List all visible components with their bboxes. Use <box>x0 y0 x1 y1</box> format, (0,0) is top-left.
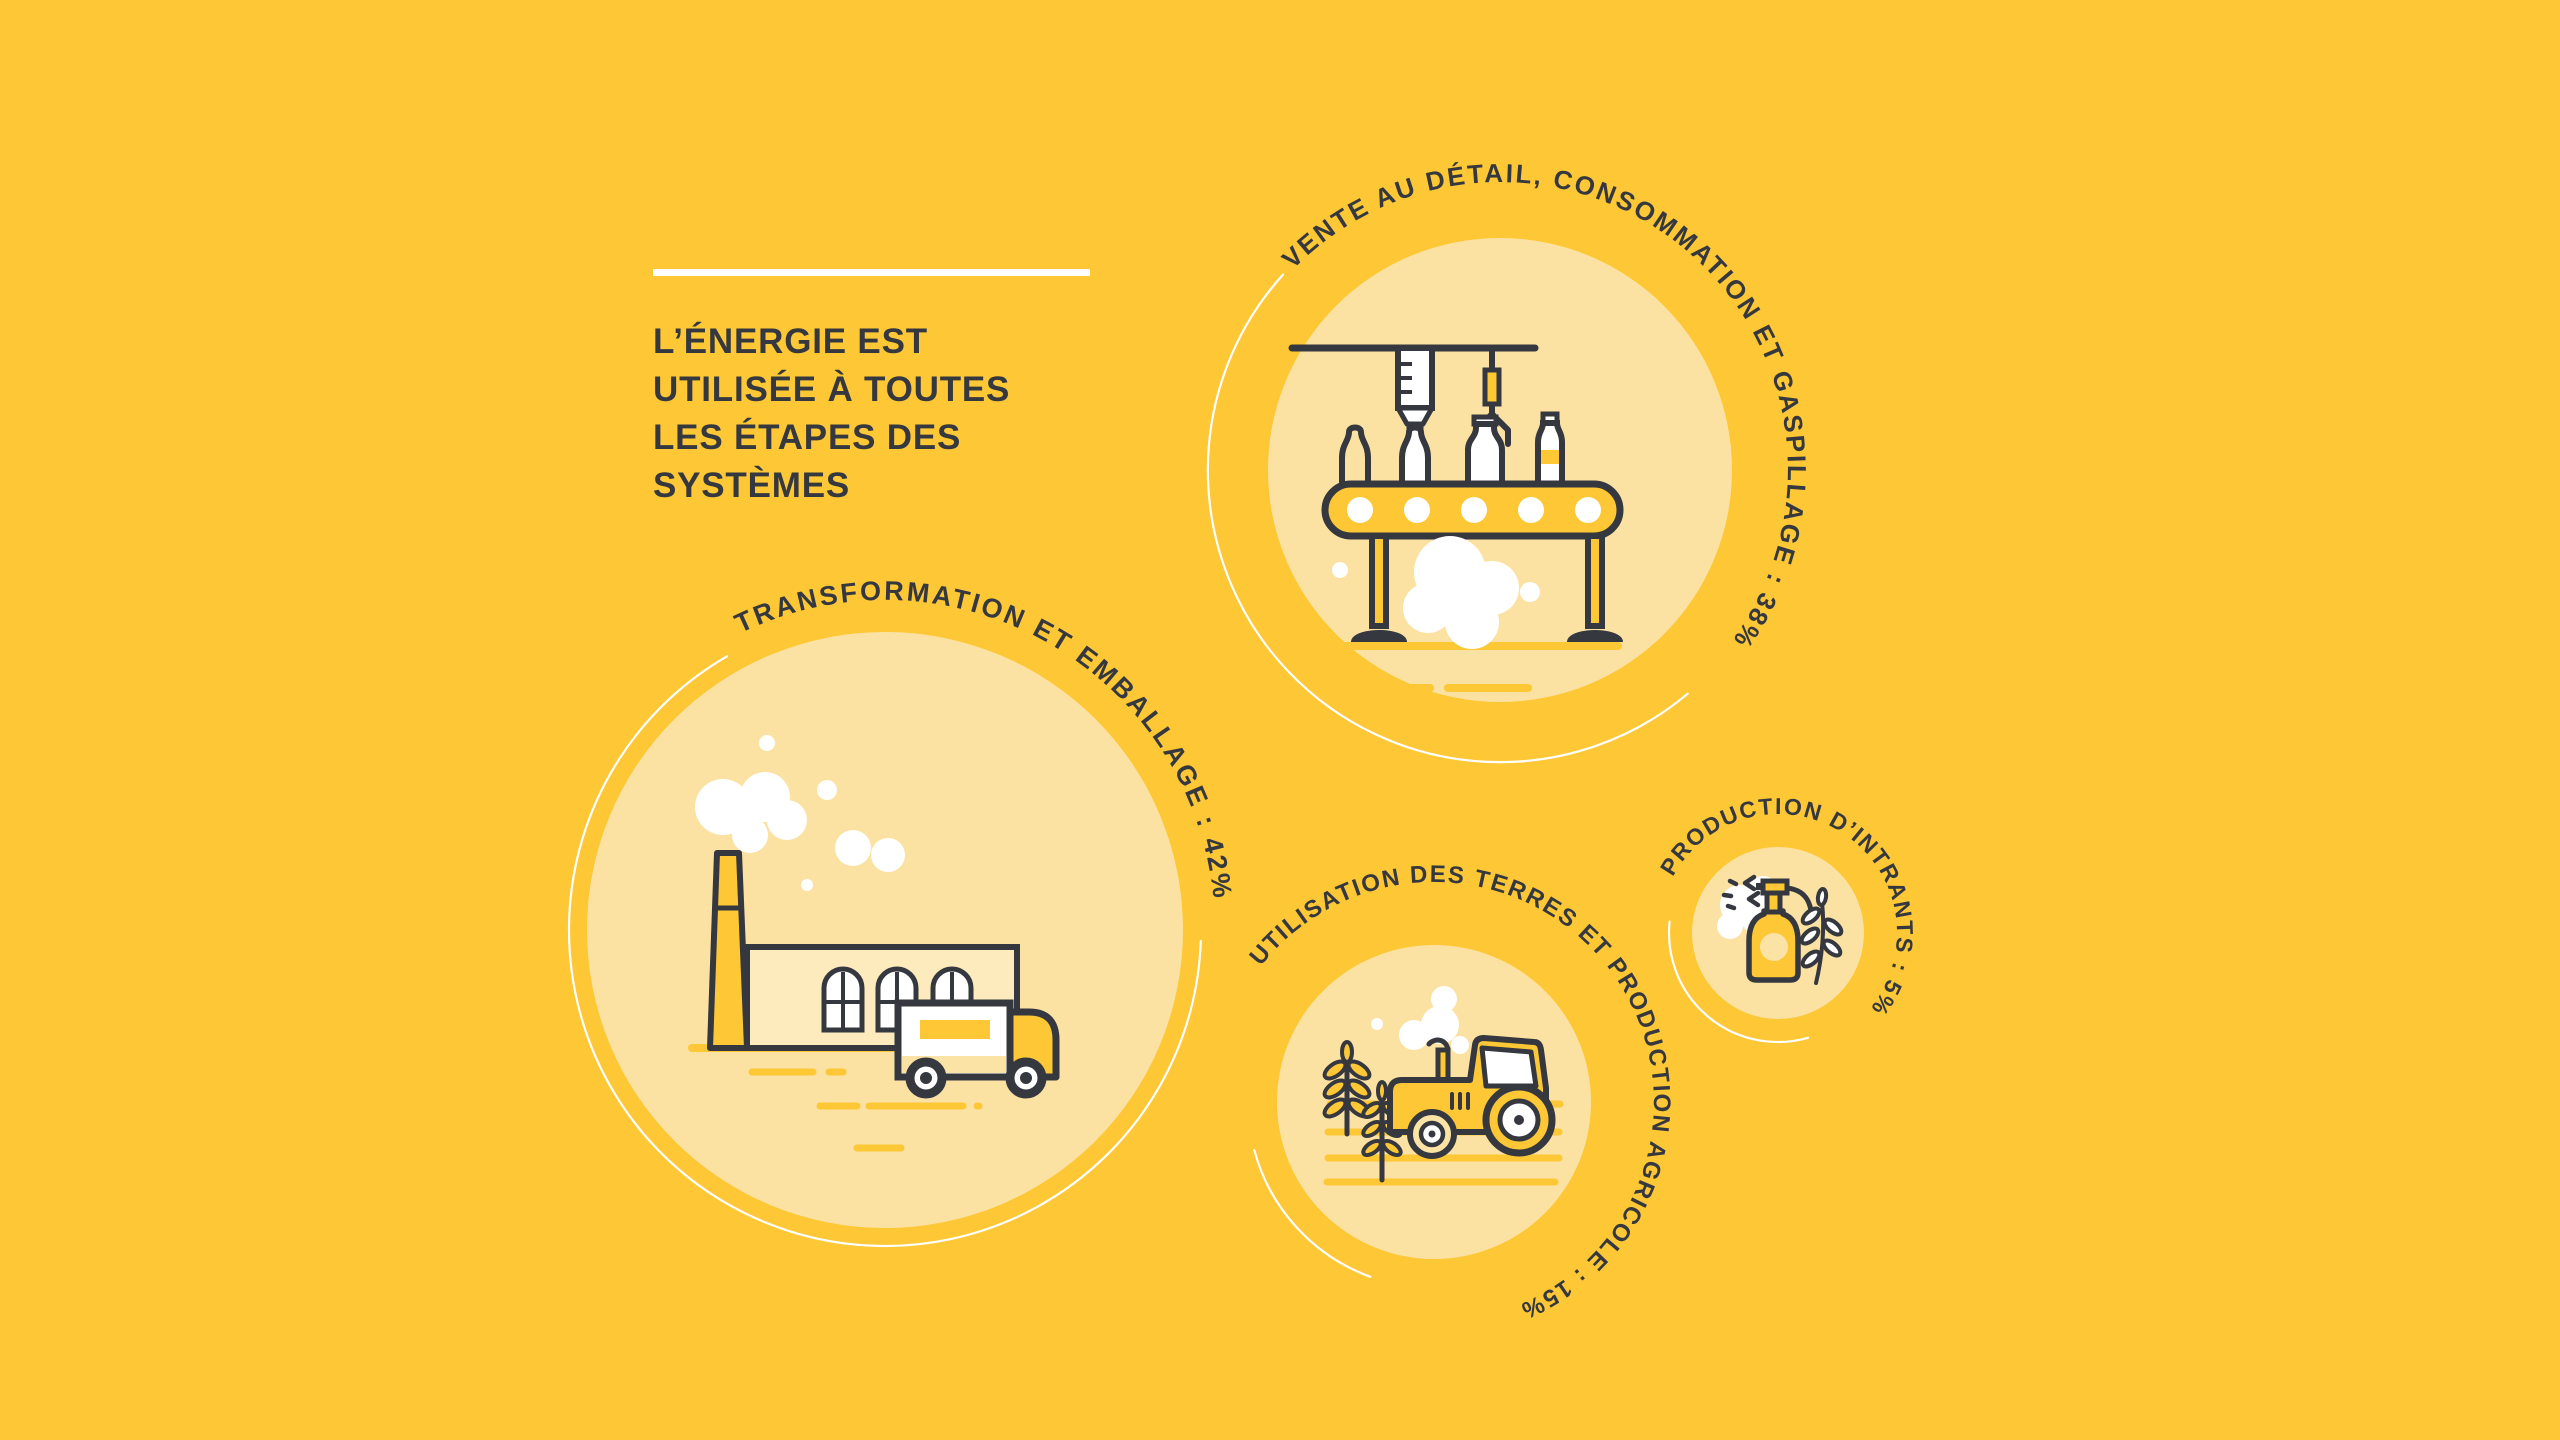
page-title: L’ÉNERGIE EST UTILISÉE À TOUTES LES ÉTAP… <box>653 318 1010 510</box>
sprayer-head <box>1760 878 1790 896</box>
stage-disc <box>587 632 1183 1228</box>
title-line-1: L’ÉNERGIE EST <box>653 322 928 361</box>
plant-sprig <box>1799 887 1844 985</box>
exhaust-smoke-cloud <box>1371 986 1469 1054</box>
title-line-3: LES ÉTAPES DES <box>653 418 962 457</box>
bottling-line-icon <box>1288 344 1624 692</box>
title-line-4: SYSTÈMES <box>653 466 851 505</box>
tractor-grille <box>1450 1092 1470 1110</box>
tractor-rear-wheel <box>1482 1083 1556 1157</box>
ring-accent-arc <box>1253 1149 1372 1278</box>
stage-circle-agriculture: UTILISATION DES TERRES ET PRODUCTION AGR… <box>1244 861 1673 1324</box>
ring-accent-arc <box>1206 273 1689 764</box>
ground-dashes <box>748 1068 983 1152</box>
arched-window <box>821 966 865 1033</box>
milk-bottle <box>1465 414 1505 487</box>
factory-truck-icon <box>688 735 1060 1152</box>
stage-circle-inputs: PRODUCTION D’INTRANTS : 5% <box>1655 793 1916 1044</box>
empty-bottle <box>1339 424 1371 487</box>
tractor-field-icon <box>1322 986 1564 1186</box>
truck-wheel <box>905 1057 947 1099</box>
title-rule <box>653 269 1090 276</box>
labeled-bottle <box>1535 411 1565 487</box>
tractor-front-wheel <box>1407 1109 1457 1159</box>
filler-nozzle-icon <box>1395 345 1435 466</box>
conveyor-rollers <box>1347 497 1601 523</box>
tractor-window <box>1479 1045 1539 1089</box>
spray-bottle-plant-icon <box>1717 874 1844 985</box>
belt-leg-right <box>1585 533 1605 629</box>
stage-circle-processing: TRANSFORMATION ET EMBALLAGE : 42% <box>567 576 1235 1248</box>
belt-foot-right <box>1567 630 1623 642</box>
ring-accent-arc <box>1667 920 1810 1044</box>
stage-circle-retail: VENTE AU DÉTAIL, CONSOMMATION ET GASPILL… <box>1206 158 1810 764</box>
factory-chimney <box>707 850 750 1051</box>
steam-cloud <box>1332 536 1540 649</box>
tractor-icon <box>1387 1035 1556 1159</box>
exhaust-pipe <box>1435 1047 1451 1083</box>
truck-wheel <box>1005 1057 1047 1099</box>
title-line-2: UTILISÉE À TOUTES <box>653 370 1011 409</box>
sprayer-nozzle <box>1756 883 1764 890</box>
ring-accent-arc <box>567 655 1202 1248</box>
spray-mist-marks <box>1721 874 1761 911</box>
factory-smoke-cloud <box>695 735 905 891</box>
filled-bottle <box>1399 424 1431 487</box>
belt-foot-left <box>1351 630 1407 642</box>
delivery-truck-icon <box>894 999 1060 1099</box>
belt-leg-left <box>1369 533 1389 629</box>
spray-bottle-label <box>1760 933 1788 961</box>
truck-label <box>920 1020 990 1039</box>
